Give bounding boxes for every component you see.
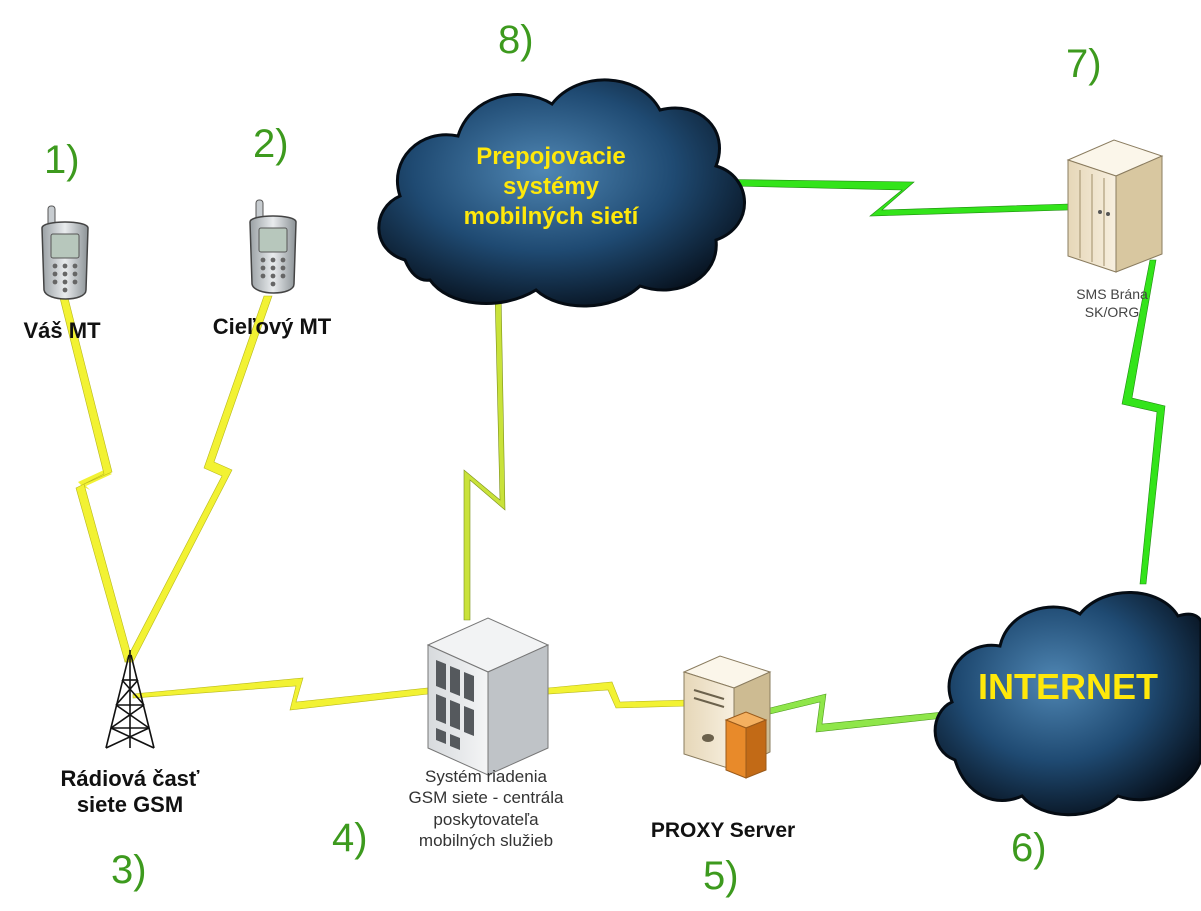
link-phone1-tower [59, 297, 134, 663]
step-number-7: 7) [1066, 42, 1102, 86]
label-system-line-1: Systém riadenia [425, 767, 547, 786]
step-number-8: 8) [498, 18, 534, 62]
proxy-server-icon [682, 655, 772, 779]
label-vas-mt: Váš MT [23, 318, 101, 343]
label-internet: INTERNET [978, 666, 1158, 707]
link-sms-internet [1121, 259, 1166, 585]
label-system-line-3: poskytovateľa [433, 809, 539, 829]
mobile-phone-icon [249, 199, 297, 294]
label-radio-part: Rádiová časť siete GSM [20, 766, 240, 819]
gsm-switching-server-icon [426, 617, 550, 776]
phone-vas-mt [41, 205, 89, 300]
step-number-6: 6) [1011, 826, 1047, 870]
label-cloud-line-3: mobilných sietí [463, 203, 639, 230]
label-sms-line-1: SMS Brána [1076, 286, 1148, 302]
label-cloud-mobile-switching: Prepojovacie systémy mobilných sietí [410, 142, 692, 232]
radio-tower [105, 650, 155, 749]
link-cloud-sms [691, 178, 1069, 217]
label-system-line-2: GSM siete - centrála [408, 788, 564, 808]
phone-cielovy-mt [249, 199, 297, 294]
network-cloud-icon [933, 591, 1201, 817]
gsm-switching-server [426, 617, 550, 776]
cloud-internet [933, 591, 1201, 817]
label-cielovy-mt: Cieľový MT [212, 314, 332, 339]
network-cloud-icon [377, 78, 746, 308]
label-sms-gateway: SMS Brána SK/ORG [1052, 286, 1172, 321]
sms-gateway-server-icon [1066, 139, 1164, 273]
label-cloud-line-1: Prepojovacie [476, 143, 626, 170]
sms-gateway [1066, 139, 1164, 273]
radio-tower-icon [105, 650, 155, 749]
label-system-line-4: mobilných služieb [418, 830, 554, 850]
proxy-server [682, 655, 772, 779]
step-number-2: 2) [253, 122, 289, 166]
label-sms-line-2: SK/ORG [1084, 303, 1140, 320]
label-radio-line-2: siete GSM [76, 792, 184, 818]
link-proxy-internet [769, 693, 945, 733]
link-gsm-proxy [547, 681, 689, 709]
mobile-phone-icon [41, 205, 89, 300]
label-cloud-line-2: systémy [502, 173, 600, 200]
step-number-3: 3) [111, 848, 147, 892]
label-gsm-control-system: Systém riadenia GSM siete - centrála pos… [376, 766, 596, 851]
step-number-4: 4) [332, 816, 368, 860]
step-number-1: 1) [44, 138, 80, 182]
link-tower-gsm [132, 677, 429, 711]
link-gsm-cloud [463, 291, 506, 621]
label-radio-line-1: Rádiová časť [60, 766, 200, 791]
label-proxy-server: PROXY Server [650, 819, 796, 842]
step-number-5: 5) [703, 854, 739, 898]
link-phone2-tower [124, 295, 273, 663]
cloud-mobile-switching [377, 78, 746, 308]
